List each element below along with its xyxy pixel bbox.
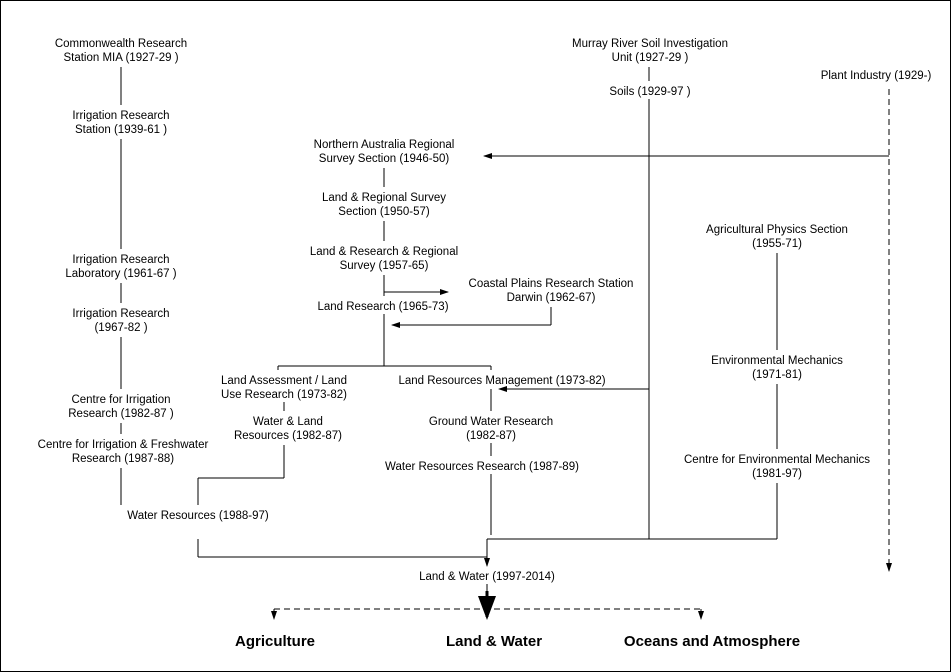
- node-northern-australia-regional-survey-section: Northern Australia Regional Survey Secti…: [313, 139, 455, 165]
- node-land-and-water-1997-2014: Land & Water (1997-2014): [419, 571, 555, 583]
- node-land-resources-management: Land Resources Management (1973-82): [398, 375, 606, 387]
- node-water-resources: Water Resources (1988-97): [127, 510, 269, 522]
- node-oceans-and-atmosphere: Oceans and Atmosphere: [623, 633, 801, 650]
- node-centre-for-irrigation-freshwater-research: Centre for Irrigation & Freshwater Resea…: [37, 439, 209, 465]
- node-commonwealth-research-station: Commonwealth Research Station MIA (1927-…: [54, 38, 188, 64]
- node-land-assessment-land-use-research: Land Assessment / Land Use Research (197…: [221, 375, 347, 401]
- node-plant-industry: Plant Industry (1929-): [820, 70, 932, 82]
- node-water-and-land-resources: Water & Land Resources (1982-87): [233, 416, 343, 442]
- node-centre-for-irrigation-research: Centre for Irrigation Research (1982-87 …: [68, 394, 174, 420]
- node-agriculture: Agriculture: [234, 633, 315, 650]
- node-water-resources-research: Water Resources Research (1987-89): [385, 461, 579, 473]
- node-land-research-and-regional-survey: Land & Research & Regional Survey (1957-…: [309, 246, 459, 272]
- node-environmental-mechanics: Environmental Mechanics (1971-81): [711, 355, 843, 381]
- node-irrigation-research-station: Irrigation Research Station (1939-61 ): [72, 110, 170, 136]
- node-land-and-water: Land & Water: [445, 633, 543, 650]
- node-coastal-plains-research-station-darwin: Coastal Plains Research Station Darwin (…: [468, 278, 634, 304]
- node-land-research: Land Research (1965-73): [317, 301, 449, 313]
- node-irrigation-research-laboratory: Irrigation Research Laboratory (1961-67 …: [65, 254, 177, 280]
- node-agricultural-physics-section: Agricultural Physics Section (1955-71): [706, 224, 848, 250]
- node-land-and-regional-survey-section: Land & Regional Survey Section (1950-57): [321, 192, 447, 218]
- node-centre-for-environmental-mechanics: Centre for Environmental Mechanics (1981…: [684, 454, 870, 480]
- node-murray-river-soil-investigation-unit: Murray River Soil Investigation Unit (19…: [572, 38, 728, 64]
- node-ground-water-research: Ground Water Research (1982-87): [428, 416, 554, 442]
- node-soils: Soils (1929-97 ): [609, 86, 691, 98]
- node-irrigation-research: Irrigation Research (1967-82 ): [72, 308, 170, 334]
